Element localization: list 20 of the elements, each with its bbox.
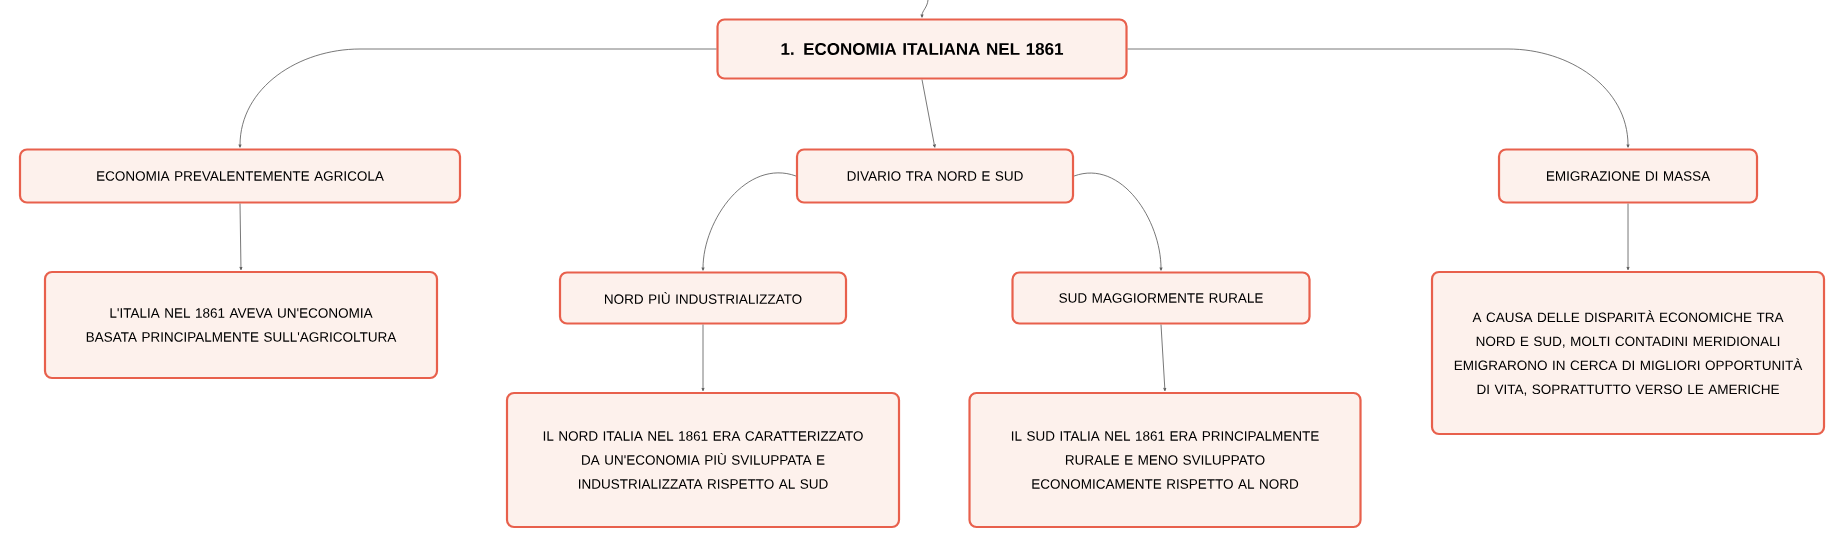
arrow <box>238 48 717 148</box>
arrow <box>701 172 797 271</box>
arrow <box>921 79 936 148</box>
description-box: A CAUSA DELLE DISPARITÀ ECONOMICHE TRA NORD E SUD, MOLTI CONTADINI MERIDIONALI EMIGRARONO IN CERCA DI MIGLIORI OPPORTUNITÀ DI VITA, SOPRATTUTTO VERSO LE AMERICHE <box>1430 270 1826 436</box>
description-box: L'ITALIA NEL 1861 AVEVA UN'ECONOMIA BASATA PRINCIPALMENTE SULL'AGRICOLTURA <box>43 270 439 380</box>
arrow <box>239 203 243 271</box>
topic-box: SUD MAGGIORMENTE RURALE <box>1011 271 1311 325</box>
description-box: IL NORD ITALIA NEL 1861 ERA CARATTERIZZATO DA UN'ECONOMIA PIÙ SVILUPPATA E INDUSTRIALIZZATA RISPETTO AL SUD <box>505 391 901 529</box>
arrow <box>701 324 705 392</box>
topic-box: NORD PIÙ INDUSTRIALIZZATO <box>558 271 848 325</box>
arrow <box>1073 172 1163 271</box>
topic-box: DIVARIO TRA NORD E SUD <box>795 148 1075 204</box>
arrow <box>920 0 929 18</box>
central-topic-box: 1. ECONOMIA ITALIANA NEL 1861 <box>716 18 1128 80</box>
description-box: IL SUD ITALIA NEL 1861 ERA PRINCIPALMENTE RURALE E MENO SVILUPPATO ECONOMICAMENTE RISPETTO AL NORD <box>968 391 1362 529</box>
arrow <box>1626 203 1630 271</box>
topic-box: ECONOMIA PREVALENTEMENTE AGRICOLA <box>18 148 462 204</box>
arrow <box>1127 48 1630 148</box>
topic-box: EMIGRAZIONE DI MASSA <box>1497 148 1759 204</box>
arrow <box>1160 324 1167 392</box>
